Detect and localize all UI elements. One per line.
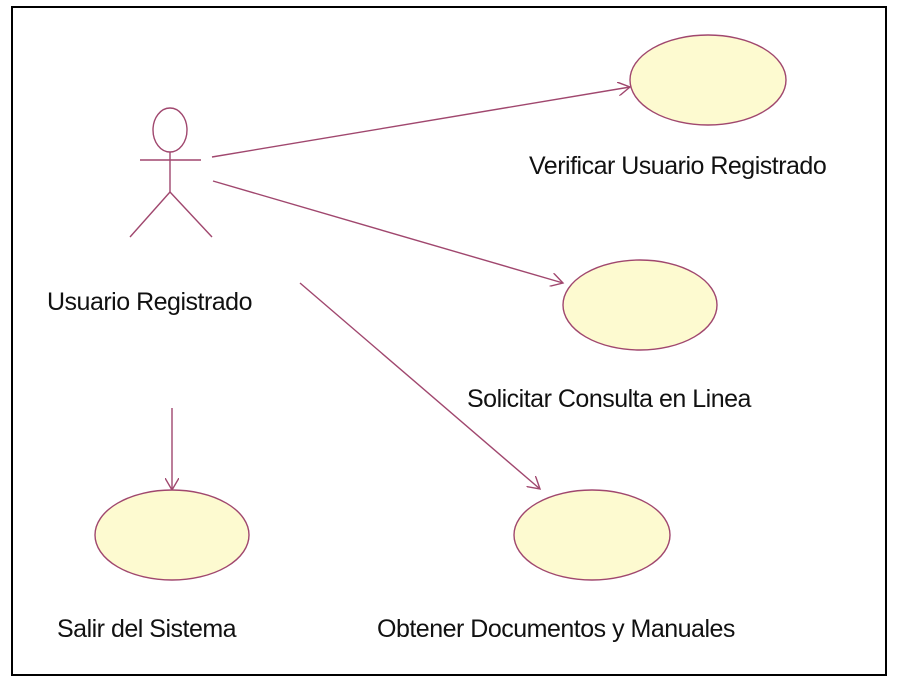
usecase-obtener-ellipse (513, 489, 671, 581)
actor-figure (129, 107, 213, 238)
actor-right-leg (169, 191, 213, 238)
usecase-solicitar-ellipse (562, 259, 718, 351)
actor-label: Usuario Registrado (47, 288, 253, 316)
association-solicitar (212, 180, 563, 283)
usecase-obtener-label: Obtener Documentos y Manuales (377, 615, 735, 643)
usecase-solicitar-label: Solicitar Consulta en Linea (467, 385, 751, 413)
association-verificar (211, 87, 630, 158)
associations (172, 87, 630, 490)
usecase-salir-ellipse (94, 489, 250, 581)
usecase-verificar-ellipse (629, 34, 787, 126)
usecase-verificar-label: Verificar Usuario Registrado (529, 152, 827, 180)
usecase-salir-label: Salir del Sistema (57, 615, 237, 643)
association-obtener (299, 282, 540, 489)
actor-left-leg (129, 191, 171, 238)
